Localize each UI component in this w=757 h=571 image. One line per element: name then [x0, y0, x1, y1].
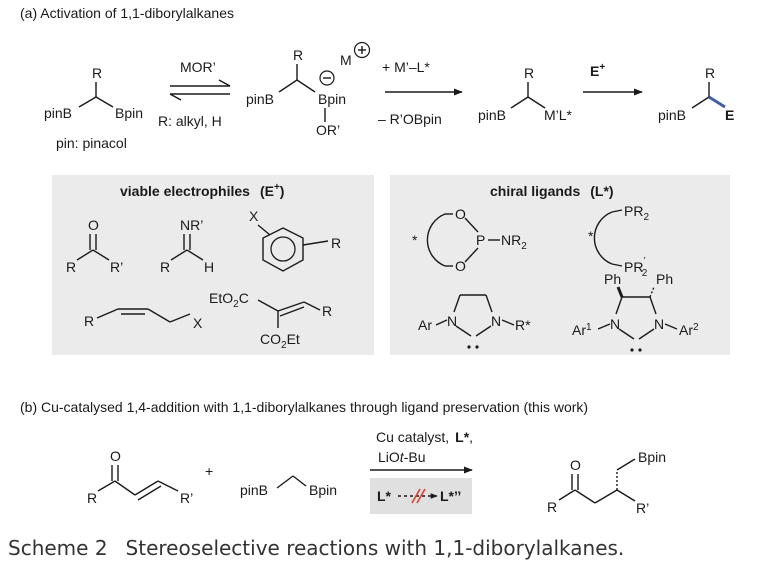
svg-text:Ar: Ar — [418, 317, 432, 333]
svg-text:P: P — [476, 232, 485, 248]
svg-text:O: O — [455, 258, 466, 274]
addition-product-structure: O R Bpin R’ — [547, 449, 666, 516]
phosphoramidite-structure: * O O P NR2 — [412, 206, 527, 274]
inset-ligand-from: L* — [377, 488, 392, 504]
svg-text:pinB: pinB — [240, 482, 268, 498]
diborylmethane-structure: pinB Bpin — [240, 475, 337, 498]
svg-text:R: R — [84, 313, 94, 329]
base-label: LiOt-Bu — [378, 449, 425, 465]
aryl-halide-structure: X R — [249, 208, 341, 272]
svg-text:Ph: Ph — [604, 271, 621, 287]
svg-text:O: O — [455, 206, 466, 222]
product-structure: R pinB E — [658, 65, 734, 123]
svg-text:R: R — [92, 65, 102, 81]
bisphosphine-structure: * PR2 PR’2 — [588, 203, 649, 279]
svg-text:NR’: NR’ — [180, 217, 203, 233]
allyl-halide-structure: R X — [84, 308, 203, 331]
ligands-box — [390, 175, 730, 355]
inset-ligand-to: L*’’ — [440, 488, 461, 504]
svg-text:pinB: pinB — [44, 105, 72, 121]
svg-text:O: O — [110, 448, 121, 464]
step1-conditions: R: alkyl, H — [158, 113, 222, 129]
svg-text:pinB: pinB — [246, 91, 274, 107]
svg-text:PR2: PR2 — [624, 203, 649, 223]
scheme-title: Stereoselective reactions with 1,1-dibor… — [125, 536, 625, 560]
svg-text:N: N — [654, 316, 664, 332]
scheme-number: Scheme 2 — [8, 536, 108, 560]
organometal-structure: R pinB M’L* — [478, 65, 573, 123]
svg-text:N: N — [447, 313, 457, 329]
svg-text:O: O — [570, 457, 581, 473]
inset-cross-mark-2 — [416, 488, 426, 504]
svg-text:Ph: Ph — [656, 271, 673, 287]
svg-text:R: R — [331, 235, 341, 251]
ligands-title: chiral ligands(L*) — [490, 183, 614, 199]
svg-text:PR’2: PR’2 — [624, 256, 648, 279]
svg-text:R: R — [705, 65, 715, 81]
svg-text:X: X — [193, 315, 203, 331]
reaction-scheme: (a) Activation of 1,1-diborylalkanes R p… — [20, 5, 734, 516]
svg-text:R: R — [66, 259, 76, 275]
svg-text:R: R — [87, 490, 97, 506]
svg-text:R: R — [547, 499, 557, 515]
svg-text:M’L*: M’L* — [544, 107, 573, 123]
step3-reagent: E+ — [590, 62, 605, 79]
svg-text:E: E — [725, 107, 734, 123]
step2-reagent: + M’–L* — [382, 59, 430, 75]
imine-structure: NR’ R H — [160, 217, 214, 275]
svg-text:R’: R’ — [110, 259, 123, 275]
svg-text:H: H — [204, 259, 214, 275]
svg-text:R’: R’ — [636, 500, 649, 516]
equilibrium-arrows — [169, 79, 231, 101]
step1-reagent: MOR’ — [180, 59, 216, 75]
svg-text:N: N — [491, 313, 501, 329]
enone-structure: O R R’ — [87, 448, 193, 506]
diborylalkane-structure: R pinB Bpin — [44, 65, 143, 121]
plus-sign: + — [205, 463, 213, 479]
svg-text:Bpin: Bpin — [638, 449, 666, 465]
svg-text:X: X — [249, 208, 259, 224]
svg-text:*: * — [412, 232, 418, 248]
svg-text:NR2: NR2 — [501, 232, 527, 252]
svg-text:Bpin: Bpin — [318, 91, 346, 107]
step2-byproduct: – R’OBpin — [378, 111, 442, 127]
svg-text:CO2Et: CO2Et — [260, 331, 300, 351]
borate-structure: R pinB Bpin OR’ M — [246, 41, 371, 138]
electrophiles-box — [52, 175, 374, 355]
svg-text:O: O — [88, 217, 99, 233]
svg-text:R: R — [293, 47, 303, 63]
inset-cross-mark-1 — [411, 488, 421, 504]
svg-text:OR’: OR’ — [316, 122, 340, 138]
cu-catalyst-label: Cu catalyst,L*, — [376, 429, 473, 445]
svg-text:EtO2C: EtO2C — [209, 290, 249, 310]
electrophiles-title: viable electrophiles(E+) — [120, 182, 284, 199]
malonate-structure: EtO2C R CO2Et — [209, 290, 332, 351]
svg-text:R: R — [322, 303, 332, 319]
scheme-caption: Scheme 2 Stereoselective reactions with 1… — [8, 536, 624, 560]
pinacol-note: pin: pinacol — [56, 135, 127, 151]
svg-text:Bpin: Bpin — [115, 105, 143, 121]
svg-text:R: R — [160, 259, 170, 275]
svg-text:M: M — [340, 52, 352, 68]
svg-text:R*: R* — [515, 317, 531, 333]
svg-text:N: N — [610, 316, 620, 332]
part-b-heading: (b) Cu-catalysed 1,4-addition with 1,1-d… — [20, 399, 588, 415]
svg-text:R: R — [524, 65, 534, 81]
svg-text:*: * — [588, 228, 594, 244]
svg-text:pinB: pinB — [658, 107, 686, 123]
svg-text:pinB: pinB — [478, 107, 506, 123]
ketone-structure: O R R’ — [66, 217, 123, 275]
svg-text:Bpin: Bpin — [309, 482, 337, 498]
part-a-heading: (a) Activation of 1,1-diborylalkanes — [20, 5, 234, 21]
svg-text:R’: R’ — [180, 490, 193, 506]
nhc-structure: N N Ar R* — [418, 294, 531, 349]
